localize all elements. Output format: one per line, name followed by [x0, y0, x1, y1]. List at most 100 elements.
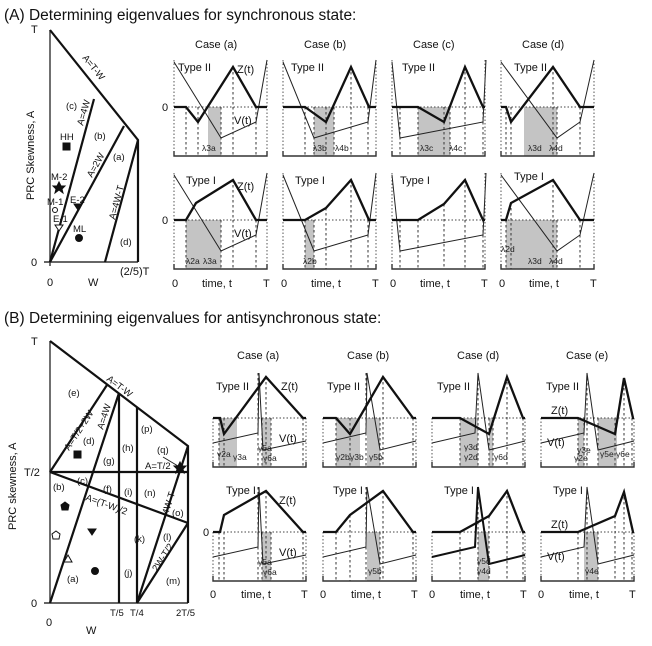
y-tick-t: T: [31, 24, 38, 36]
antisync-case-a-type-ii: Type II Z(t) V(t) γ2a γ3a γ5a γ6a: [212, 372, 307, 468]
time-axis-label: time, t: [202, 278, 232, 290]
time-axis-label: time, t: [351, 589, 381, 601]
z-label: Z(t): [281, 381, 298, 393]
z-label: Z(t): [551, 405, 568, 417]
zero-label: 0: [162, 215, 168, 227]
type-label: Type II: [514, 62, 547, 74]
marker-pentagon: [60, 501, 70, 511]
eigen-shade: [598, 418, 617, 467]
v-label: V(t): [234, 115, 252, 127]
antisync-parameter-diagram: PRC skewness, A T T/2 0 0 T/5 T/4 2T/5 W…: [7, 336, 195, 637]
eigen-label: γ5d: [477, 556, 491, 566]
time-axis: [500, 264, 595, 270]
region-label: (l): [163, 532, 171, 543]
z-label: Z(t): [551, 519, 568, 531]
grid: [500, 173, 595, 269]
v-label: V(t): [547, 551, 565, 563]
v-curve: [540, 372, 635, 451]
region-label: (b): [53, 482, 65, 493]
case-title: Case (b): [347, 350, 389, 362]
time-axis-label: time, t: [460, 589, 490, 601]
sync-case-d-type-i: Type I λ2d λ3d λ4d 0 time, t T: [499, 171, 597, 290]
time-axis: [212, 576, 307, 582]
time-axis: [282, 264, 377, 270]
region-label: (q): [157, 445, 169, 456]
guides: [459, 487, 524, 581]
antisync-case-d-type-ii: Type II γ3d γ2d γ6d: [431, 372, 526, 468]
case-title: Case (a): [237, 350, 279, 362]
sync-case-a-type-ii: 0 Type II Z(t) V(t) λ3a: [162, 59, 268, 157]
type-label: Type II: [437, 381, 470, 393]
line-a-4w: [48, 98, 96, 263]
marker-e1: [54, 224, 64, 232]
eigen-label: γ4e: [585, 566, 599, 576]
time-axis: [500, 151, 595, 157]
type-label: Type I: [400, 175, 430, 187]
eigen-label: γ6a: [263, 453, 277, 463]
time-axis-label: time, t: [529, 278, 559, 290]
time-end: T: [372, 278, 379, 290]
time-axis: [431, 576, 526, 582]
line-a-2w: [49, 125, 125, 263]
region-label: (j): [124, 568, 132, 579]
eigen-label: λ4d: [549, 143, 563, 153]
time-end: T: [263, 278, 270, 290]
eigen-label: γ2a: [217, 449, 231, 459]
marker-label: ML: [73, 224, 86, 235]
time-end: T: [411, 589, 418, 601]
eigen-label: γ6a: [263, 567, 277, 577]
line-label: 2W-T/2: [150, 542, 176, 574]
sync-case-a-type-i: 0 Type I Z(t) V(t) λ2a λ3a 0 time, t T: [162, 172, 270, 290]
marker-e2: [73, 203, 83, 211]
time-axis: [322, 576, 417, 582]
eigen-shade: [336, 418, 360, 467]
marker-m1: [52, 207, 58, 213]
eigen-label: γ5e: [600, 449, 614, 459]
region-label: (a): [113, 152, 125, 163]
v-curve: [391, 172, 487, 252]
y-axis-label: PRC skewness, A: [7, 442, 19, 530]
antisync-case-b-type-ii: Type II γ2b γ3b γ5b: [322, 372, 417, 468]
eigen-label: λ2b: [303, 256, 317, 266]
eigen-label: γ2b: [336, 452, 350, 462]
time-start: 0: [320, 589, 326, 601]
type-label: Type I: [444, 485, 474, 497]
type-label: Type II: [402, 62, 435, 74]
region-label: (f): [103, 484, 112, 495]
time-end: T: [629, 589, 636, 601]
line-a-t2-2w: [49, 384, 108, 473]
time-axis: [173, 264, 268, 270]
y-axis-label: PRC Skewness, A: [25, 110, 37, 200]
time-axis: [322, 462, 417, 468]
region-label: (a): [67, 574, 79, 585]
eigen-label: γ5a: [258, 443, 272, 453]
marker-label: E-2: [70, 195, 85, 206]
time-axis: [212, 462, 307, 468]
line-label: A=T/2: [145, 461, 171, 472]
case-title: Case (c): [413, 39, 455, 51]
z-curve: [501, 65, 594, 125]
x-tick-0: 0: [46, 617, 52, 629]
y-tick-t-2: T/2: [24, 467, 40, 479]
eigen-shade: [506, 220, 557, 269]
eigen-label: γ6e: [616, 449, 630, 459]
type-label: Type II: [216, 381, 249, 393]
z-curve: [432, 488, 525, 534]
zero-label: 0: [203, 527, 209, 539]
eigen-shade: [208, 107, 221, 156]
section-b-title: (B) Determining eigenvalues for antisync…: [4, 310, 381, 327]
eigen-shade: [314, 107, 334, 156]
time-axis: [540, 576, 635, 582]
antisync-case-e-type-ii: Type II Z(t) V(t) γ3e γ2e γ5e γ6e: [540, 372, 635, 468]
eigen-label: λ2d: [501, 244, 515, 254]
x-tick-t-5: T/5: [110, 608, 124, 619]
v-label: V(t): [279, 547, 297, 559]
time-end: T: [520, 589, 527, 601]
eigen-label: λ4b: [335, 143, 349, 153]
region-label: (h): [122, 443, 134, 454]
z-curve: [323, 374, 416, 436]
time-axis: [173, 151, 268, 157]
region-label: (c): [66, 101, 77, 112]
case-title: Case (d): [522, 39, 564, 51]
y-tick-0: 0: [31, 598, 37, 610]
